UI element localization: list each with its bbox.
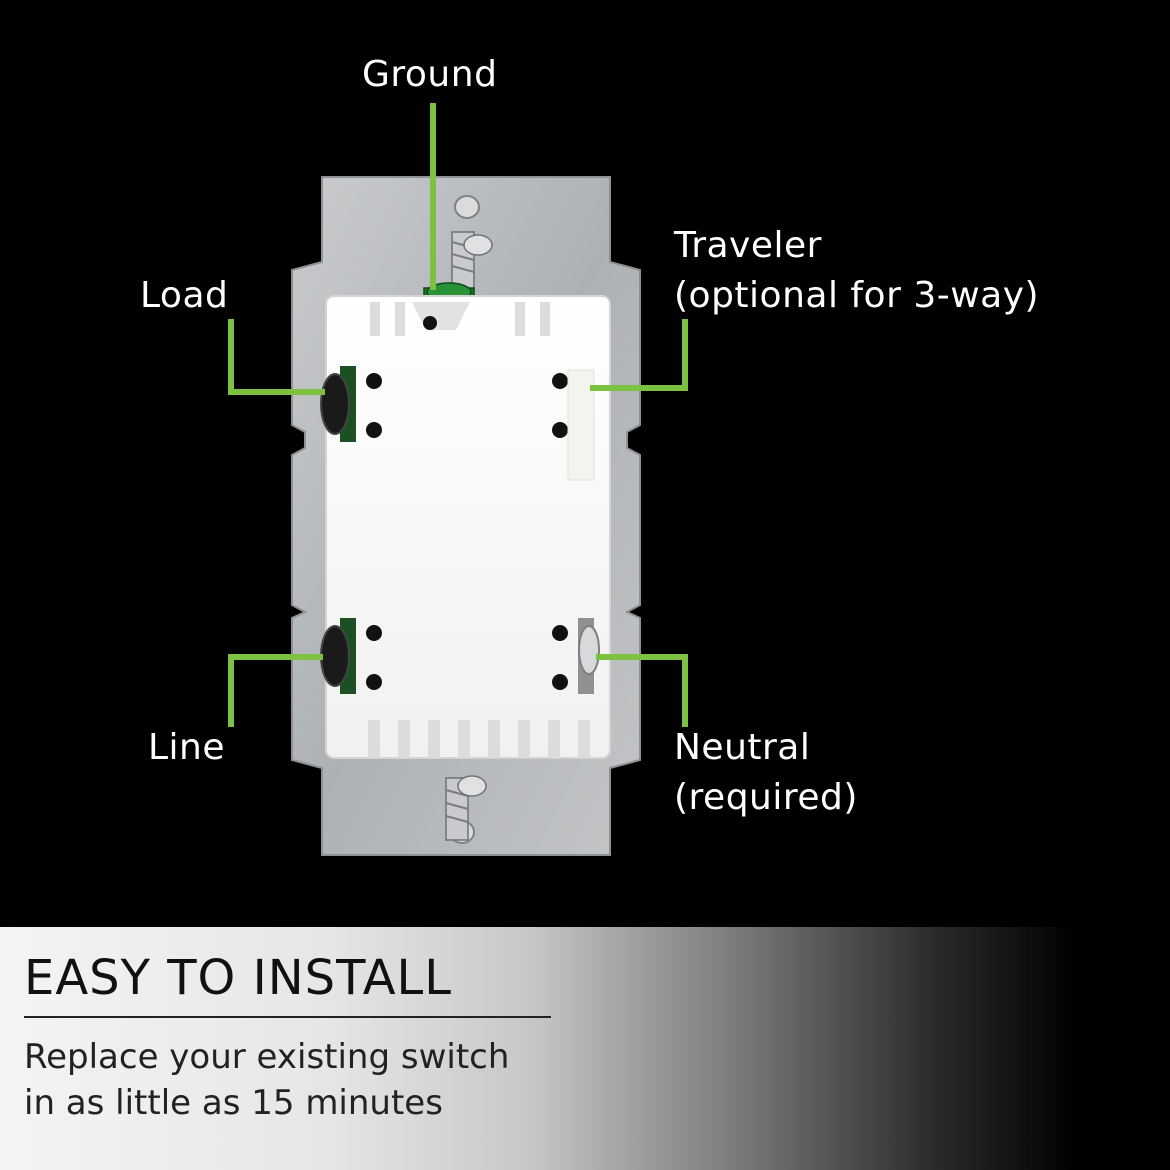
banner-subtitle: Replace your existing switch in as littl… [24,1034,509,1126]
line-callout-line [228,654,323,727]
load-callout-line [228,319,325,395]
neutral-label: Neutral (required) [674,723,858,823]
install-banner: EASY TO INSTALL Replace your existing sw… [0,927,1170,1170]
banner-divider [24,1016,551,1018]
neutral-terminal [578,618,600,694]
bottom-mounting-screw [445,775,487,841]
load-terminal [320,366,356,442]
banner-title: EASY TO INSTALL [24,950,453,1006]
load-label: Load [140,275,229,316]
line-label: Line [148,727,226,768]
traveler-label: Traveler (optional for 3-way) [674,221,1039,321]
traveler-label-line1: Traveler [674,225,822,266]
ground-label: Ground [362,54,498,95]
banner-subtitle-line1: Replace your existing switch [24,1037,510,1077]
switch-body [325,295,611,759]
neutral-label-line2: (required) [674,777,858,818]
traveler-label-line2: (optional for 3-way) [674,275,1040,316]
neutral-label-line1: Neutral [674,727,811,768]
neutral-callout-line [596,654,688,727]
top-mounting-screw [451,231,493,291]
traveler-callout-line [590,319,688,391]
banner-subtitle-line2: in as little as 15 minutes [24,1083,443,1123]
